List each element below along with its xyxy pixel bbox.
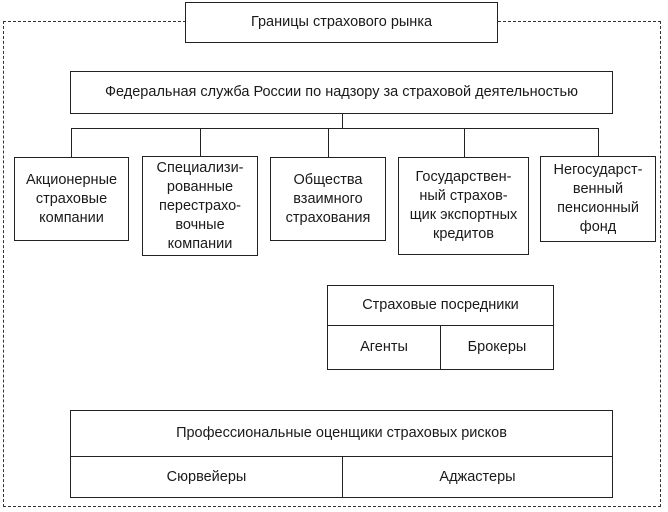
connector-drop-3 [328, 128, 329, 157]
participant-non-state-pension-fund: Негосударст- венный пенсионный фонд [540, 156, 656, 242]
intermediaries-agents: Агенты [327, 325, 441, 370]
participant-reinsurance-companies: Специализи- рованные перестрахо- вочные … [142, 156, 258, 256]
assessors-surveyors: Сюрвейеры [70, 456, 343, 498]
diagram-title: Границы страхового рынка [185, 2, 498, 43]
connector-drop-2 [200, 128, 201, 156]
participant-joint-stock-insurers: Акционерные страховые компании [14, 157, 129, 241]
participant-mutual-insurance-societies: Общества взаимного страхования [270, 157, 386, 241]
connector-bus [71, 128, 599, 129]
connector-drop-5 [598, 128, 599, 156]
connector-drop-4 [464, 128, 465, 157]
intermediaries-brokers: Брокеры [440, 325, 554, 370]
assessors-adjusters: Аджастеры [342, 456, 613, 498]
assessors-title: Профессиональные оценщики страховых риск… [70, 410, 613, 457]
participant-state-export-credit-insurer: Государствен- ный страхов- щик экспортны… [398, 157, 529, 255]
intermediaries-title: Страховые посредники [327, 285, 554, 326]
connector-drop-1 [71, 128, 72, 157]
connector-trunk [342, 114, 343, 128]
regulator-box: Федеральная служба России по надзору за … [70, 71, 613, 114]
